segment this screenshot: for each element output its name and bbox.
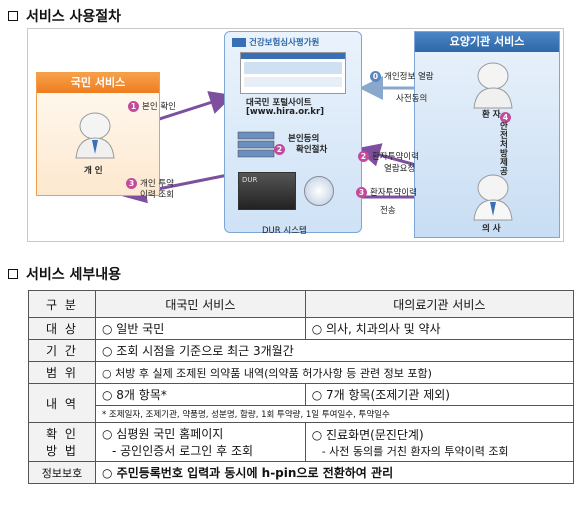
table-row: 기 간 ○ 조회 시점을 기준으로 최근 3개월간 <box>28 339 574 362</box>
step-number: 4 <box>500 112 511 123</box>
cell: ○ 조회 시점을 기준으로 최근 3개월간 <box>95 339 574 362</box>
step-number: 3 <box>356 187 367 198</box>
portal-screenshot <box>240 52 346 94</box>
citizen-service-panel: 국민 서비스 <box>36 72 160 196</box>
database-icon <box>237 131 275 158</box>
cell: ○ 의사, 치과의사 및 약사 <box>304 317 575 340</box>
step-number: 3 <box>126 178 137 189</box>
portal-url: [www.hira.or.kr] <box>246 107 325 117</box>
cell: ○ 일반 국민 <box>95 317 306 340</box>
portal-title: 대국민 포털사이트 <box>246 98 312 108</box>
step4-label: 4 안전처방제공 <box>500 112 512 177</box>
table-row: 정보보호 ○ 주민등록번호 입력과 동시에 h-pin으로 전환하여 관리 <box>28 461 574 484</box>
doctor-icon <box>473 174 513 221</box>
cell: ○ 주민등록번호 입력과 동시에 h-pin으로 전환하여 관리 <box>95 461 574 484</box>
header-category: 구 분 <box>28 290 96 318</box>
table-row: 대 상 ○ 일반 국민 ○ 의사, 치과의사 및 약사 <box>28 317 575 340</box>
row-head-privacy: 정보보호 <box>28 461 96 484</box>
checkbox-bullet-icon <box>8 269 18 279</box>
citizen-service-header: 국민 서비스 <box>37 73 159 93</box>
service-detail-table: 구 분 대국민 서비스 대의료기관 서비스 대 상 ○ 일반 국민 ○ 의사, … <box>28 290 575 484</box>
dur-system-label: DUR 시스템 <box>262 226 307 236</box>
step-number: 2 <box>274 144 285 155</box>
person-icon <box>75 112 115 159</box>
row-head-verify: 확 인 방 법 <box>28 422 96 462</box>
row-head-scope: 범 위 <box>28 361 96 384</box>
cell: ○ 처방 후 실제 조제된 의약품 내역(의약품 허가사항 등 관련 정보 포함… <box>95 361 574 384</box>
table-header-row: 구 분 대국민 서비스 대의료기관 서비스 <box>28 290 575 318</box>
dur-cd-icon <box>304 176 334 206</box>
step3-transfer-line2: 전송 <box>380 206 396 216</box>
row-head-items: 내 역 <box>28 383 96 423</box>
section2-title: 서비스 세부내용 <box>8 264 121 284</box>
table-row: 확 인 방 법 ○ 심평원 국민 홈페이지 - 공인인증서 로그인 후 조회 ○… <box>28 422 575 462</box>
patient-label: 환 자 <box>482 110 501 120</box>
step-number: 0 <box>370 71 381 82</box>
step2-verify-label: 2 본인등의 <box>274 132 319 155</box>
row-head-target: 대 상 <box>28 317 96 340</box>
patient-icon <box>473 62 513 109</box>
step2-request-line2: 열람요청 <box>384 164 416 174</box>
step3-label-line2: 이력 조회 <box>140 190 174 200</box>
hira-logo: 건강보험심사평가원 <box>232 36 319 48</box>
step-number: 1 <box>128 101 139 112</box>
header-medical-service: 대의료기관 서비스 <box>304 290 575 318</box>
table-row: * 조제일자, 조제기관, 약품명, 성분명, 함량, 1회 투약량, 1일 투… <box>29 405 574 423</box>
table-row: 내 역 ○ 8개 항목* ○ 7개 항목(조제기관 제외) <box>28 383 575 423</box>
cell: ○ 진료화면(문진단계) - 사전 동의를 거친 환자의 투약이력 조회 <box>304 422 575 462</box>
doctor-label: 의 사 <box>482 224 501 234</box>
verify-line2: 확인절차 <box>296 145 328 155</box>
dur-monitor-icon: DUR <box>238 172 296 210</box>
row-head-period: 기 간 <box>28 339 96 362</box>
checkbox-bullet-icon <box>8 11 18 21</box>
cell: ○ 8개 항목* <box>95 383 306 406</box>
cell: ○ 심평원 국민 홈페이지 - 공인인증서 로그인 후 조회 <box>95 422 306 462</box>
section1-title: 서비스 사용절차 <box>8 6 121 26</box>
table-row: 범 위 ○ 처방 후 실제 조제된 의약품 내역(의약품 허가사항 등 관련 정… <box>28 361 574 384</box>
step0-label-line2: 사전동의 <box>396 94 428 104</box>
items-footnote: * 조제일자, 조제기관, 약품명, 성분명, 함량, 1회 투약량, 1일 투… <box>95 405 574 423</box>
individual-label: 개 인 <box>84 166 103 176</box>
medical-institution-header: 요양기관 서비스 <box>415 32 559 52</box>
cell: ○ 7개 항목(조제기관 제외) <box>304 383 575 406</box>
header-citizen-service: 대국민 서비스 <box>95 290 306 318</box>
step-number: 2 <box>358 151 369 162</box>
